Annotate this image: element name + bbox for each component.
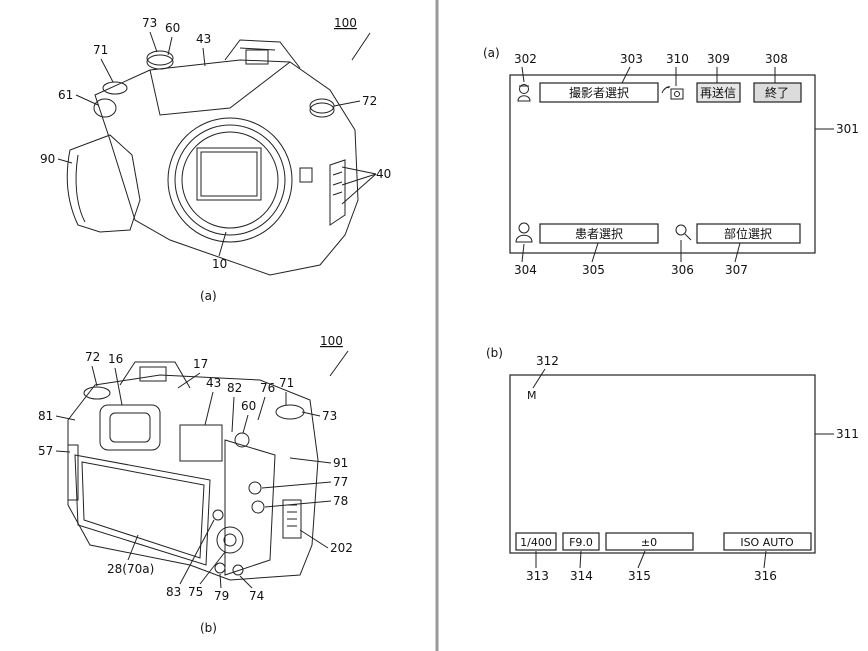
caption-a-left: (a) — [200, 289, 217, 303]
ref-306: 306 — [671, 263, 694, 277]
label-43-b: 43 — [206, 376, 221, 390]
label-78-b: 78 — [333, 494, 348, 508]
exposure-box[interactable] — [605, 532, 694, 551]
label-76-b: 76 — [260, 381, 275, 395]
label-61-a: 61 — [58, 88, 73, 102]
ref-310: 310 — [666, 52, 689, 66]
resend-label: 再送信 — [700, 85, 736, 100]
ref-303: 303 — [620, 52, 643, 66]
ref-309: 309 — [707, 52, 730, 66]
label-40-a: 40 — [376, 167, 391, 181]
iso-box[interactable] — [723, 532, 812, 551]
patient-icon — [515, 222, 533, 243]
ref-100-a: 100 — [334, 16, 357, 30]
screen-a: (a) 撮影者選択 再送信 終了 患者選択 — [483, 46, 859, 277]
caption-a-right: (a) — [483, 46, 500, 60]
ref-313: 313 — [526, 569, 549, 583]
back-labels: 100 72 16 17 43 82 76 71 60 81 73 57 91 … — [38, 334, 353, 635]
shutter-speed-box[interactable] — [515, 532, 557, 551]
label-17-b: 17 — [193, 357, 208, 371]
part-select-label: 部位選択 — [724, 226, 772, 241]
patient-select-label: 患者選択 — [575, 227, 623, 241]
ref-315: 315 — [628, 569, 651, 583]
aperture-value: F9.0 — [569, 536, 593, 549]
ref-308: 308 — [765, 52, 788, 66]
shutter-speed-value: 1/400 — [520, 536, 552, 549]
label-73-b: 73 — [322, 409, 337, 423]
label-77-b: 77 — [333, 475, 348, 489]
aperture-box[interactable] — [562, 532, 600, 551]
patient-select-button[interactable] — [539, 223, 659, 244]
label-81-b: 81 — [38, 409, 53, 423]
end-label: 終了 — [765, 85, 789, 100]
iso-value: ISO AUTO — [740, 536, 794, 549]
label-79-b: 79 — [214, 589, 229, 603]
camera-back-drawing — [67, 361, 319, 581]
screen-b-frame — [509, 374, 816, 554]
label-91-b: 91 — [333, 456, 348, 470]
label-73-a: 73 — [142, 16, 157, 30]
ref-312: 312 — [536, 354, 559, 368]
mode-indicator: M — [527, 389, 537, 402]
label-16-b: 16 — [108, 352, 123, 366]
ref-302: 302 — [514, 52, 537, 66]
label-82-b: 82 — [227, 381, 242, 395]
photographer-select-label: 撮影者選択 — [569, 86, 629, 100]
label-75-b: 75 — [188, 585, 203, 599]
camera-front-drawing — [66, 39, 359, 276]
label-43-a: 43 — [196, 32, 211, 46]
end-button[interactable] — [753, 82, 802, 103]
front-labels: 100 73 60 43 71 61 72 90 40 10 (a) — [40, 16, 391, 303]
ref-304: 304 — [514, 263, 537, 277]
wireless-camera-icon — [661, 86, 684, 100]
label-72-b: 72 — [85, 350, 100, 364]
ref-305: 305 — [582, 263, 605, 277]
label-28-b: 28(70a) — [107, 562, 154, 576]
caption-b-right: (b) — [486, 346, 503, 360]
photographer-icon — [517, 84, 531, 102]
photographer-select-button[interactable] — [539, 82, 659, 103]
search-icon[interactable] — [675, 224, 692, 241]
exposure-value: ±0 — [641, 536, 657, 549]
screen-b: (b) M 1/400 F9.0 ±0 ISO AUTO 312 311 313… — [486, 346, 859, 583]
screen-a-frame — [509, 74, 816, 254]
label-60-a: 60 — [165, 21, 180, 35]
ref-316: 316 — [754, 569, 777, 583]
label-71-a: 71 — [93, 43, 108, 57]
label-90-a: 90 — [40, 152, 55, 166]
label-71-b: 71 — [279, 376, 294, 390]
ref-314: 314 — [570, 569, 593, 583]
label-72-a: 72 — [362, 94, 377, 108]
ref-301: 301 — [836, 122, 859, 136]
label-83-b: 83 — [166, 585, 181, 599]
label-60-b: 60 — [241, 399, 256, 413]
label-10-a: 10 — [212, 257, 227, 271]
caption-b-left: (b) — [200, 621, 217, 635]
label-202-b: 202 — [330, 541, 353, 555]
ref-100-b: 100 — [320, 334, 343, 348]
resend-button[interactable] — [696, 82, 741, 103]
ref-307: 307 — [725, 263, 748, 277]
label-57-b: 57 — [38, 444, 53, 458]
ref-311: 311 — [836, 427, 859, 441]
part-select-button[interactable] — [696, 223, 801, 244]
label-74-b: 74 — [249, 589, 264, 603]
